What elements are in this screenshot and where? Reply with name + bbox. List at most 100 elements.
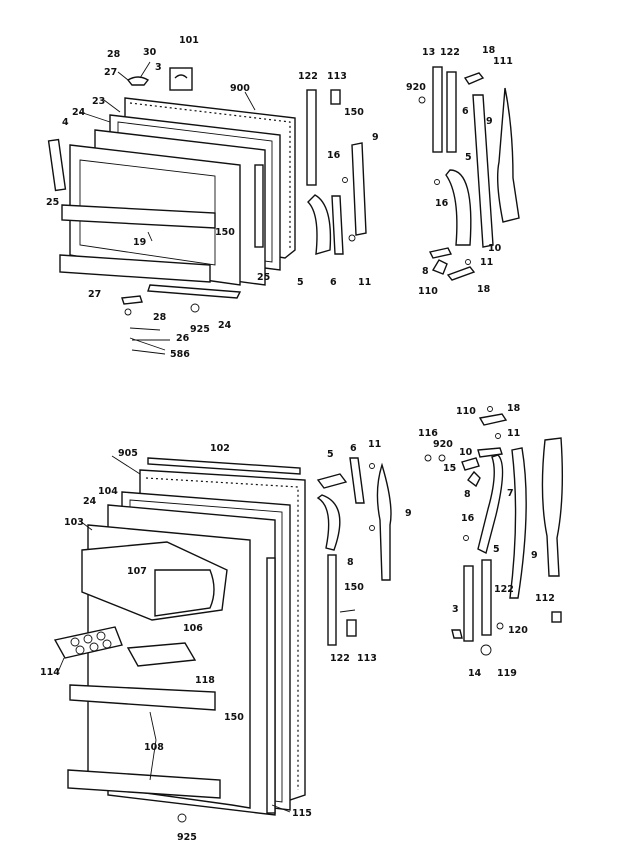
upper-right-hinge-parts	[418, 66, 520, 281]
plug-920	[438, 454, 446, 462]
label-27-lower: 27	[88, 289, 101, 300]
cam-8	[467, 470, 481, 488]
hinge-strip-122	[306, 89, 317, 186]
label-106: 106	[183, 623, 203, 634]
label-25: 25	[46, 197, 59, 208]
strip-14	[463, 565, 474, 642]
label-113: 113	[357, 653, 377, 664]
label-9: 9	[531, 550, 538, 561]
label-24-lower: 24	[218, 320, 232, 331]
label-3: 3	[155, 62, 162, 73]
arm-6	[349, 457, 365, 504]
handle-cap-101	[169, 67, 193, 91]
lower-right-hinge-parts	[424, 406, 564, 656]
label-28: 28	[107, 49, 121, 60]
plug-925	[190, 303, 200, 313]
label-6: 6	[330, 277, 337, 288]
top-trim-102	[147, 457, 301, 475]
screw-16	[434, 179, 440, 185]
upper-door-assembly	[47, 67, 367, 351]
label-13: 13	[422, 47, 435, 58]
label-113: 113	[327, 71, 347, 82]
label-103: 103	[64, 517, 84, 528]
label-110: 110	[456, 406, 476, 417]
label-14: 14	[468, 668, 482, 679]
label-150: 150	[224, 712, 244, 723]
label-108: 108	[144, 742, 164, 753]
screw-26	[129, 327, 161, 331]
label-27: 27	[104, 67, 117, 78]
hinge-110	[446, 266, 476, 281]
label-150-b: 150	[344, 582, 364, 593]
label-25-right: 25	[257, 272, 270, 283]
cam-8	[431, 259, 448, 275]
label-16: 16	[327, 150, 341, 161]
bottom-trim-24	[147, 284, 242, 299]
label-11: 11	[507, 428, 520, 439]
arm-7	[509, 447, 527, 599]
screw-11	[348, 234, 356, 242]
hinge-113	[330, 89, 341, 105]
strip-122	[327, 554, 337, 646]
screw-11	[369, 463, 375, 469]
label-24: 24	[72, 107, 86, 118]
label-150: 150	[344, 107, 364, 118]
label-111: 111	[493, 56, 513, 67]
label-4: 4	[62, 117, 69, 128]
handle-9	[541, 437, 564, 577]
hinge-cam-5	[307, 194, 332, 255]
screw-16	[463, 535, 469, 541]
label-900: 900	[230, 83, 250, 94]
clip-18	[463, 72, 485, 85]
bracket-10	[428, 247, 453, 259]
label-11: 11	[358, 277, 371, 288]
leader-lines	[57, 61, 291, 813]
label-110: 110	[418, 286, 438, 297]
screw-150	[339, 609, 356, 613]
label-9: 9	[405, 508, 412, 519]
label-10: 10	[459, 447, 473, 458]
label-112: 112	[535, 593, 555, 604]
side-trim-25	[47, 138, 67, 192]
plug-920	[418, 96, 426, 104]
lower-door-assembly	[53, 457, 392, 823]
label-18-lower: 18	[477, 284, 491, 295]
label-5: 5	[297, 277, 304, 288]
label-150-lower: 150	[215, 227, 235, 238]
hinge-cam-5	[316, 473, 348, 489]
label-3: 3	[452, 604, 459, 615]
label-101: 101	[179, 35, 199, 46]
label-19: 19	[133, 237, 146, 248]
label-107: 107	[127, 566, 147, 577]
label-26: 26	[176, 333, 190, 344]
screw-16	[342, 177, 348, 183]
cam-5	[445, 169, 472, 246]
arm-6	[472, 94, 494, 248]
screw-18	[487, 406, 493, 412]
label-28-lower: 28	[153, 312, 167, 323]
label-8: 8	[422, 266, 429, 277]
label-920: 920	[433, 439, 453, 450]
label-115: 115	[292, 808, 312, 819]
label-122: 122	[440, 47, 460, 58]
screw-11	[495, 433, 501, 439]
label-11: 11	[368, 439, 381, 450]
label-24: 24	[83, 496, 97, 507]
label-114: 114	[40, 667, 60, 678]
label-18: 18	[507, 403, 521, 414]
lower-shelf-108	[67, 769, 221, 799]
cam-5	[477, 454, 504, 555]
label-118: 118	[195, 675, 215, 686]
label-120: 120	[508, 625, 528, 636]
label-925: 925	[177, 832, 197, 843]
label-11: 11	[480, 257, 493, 268]
label-920: 920	[406, 82, 426, 93]
label-15: 15	[443, 463, 456, 474]
butter-tray-118	[126, 642, 197, 667]
plug-27	[124, 308, 132, 316]
strip-122	[446, 71, 457, 153]
gasket-strip-115	[266, 557, 276, 814]
door-handle-9	[376, 462, 392, 581]
label-6: 6	[462, 106, 469, 117]
